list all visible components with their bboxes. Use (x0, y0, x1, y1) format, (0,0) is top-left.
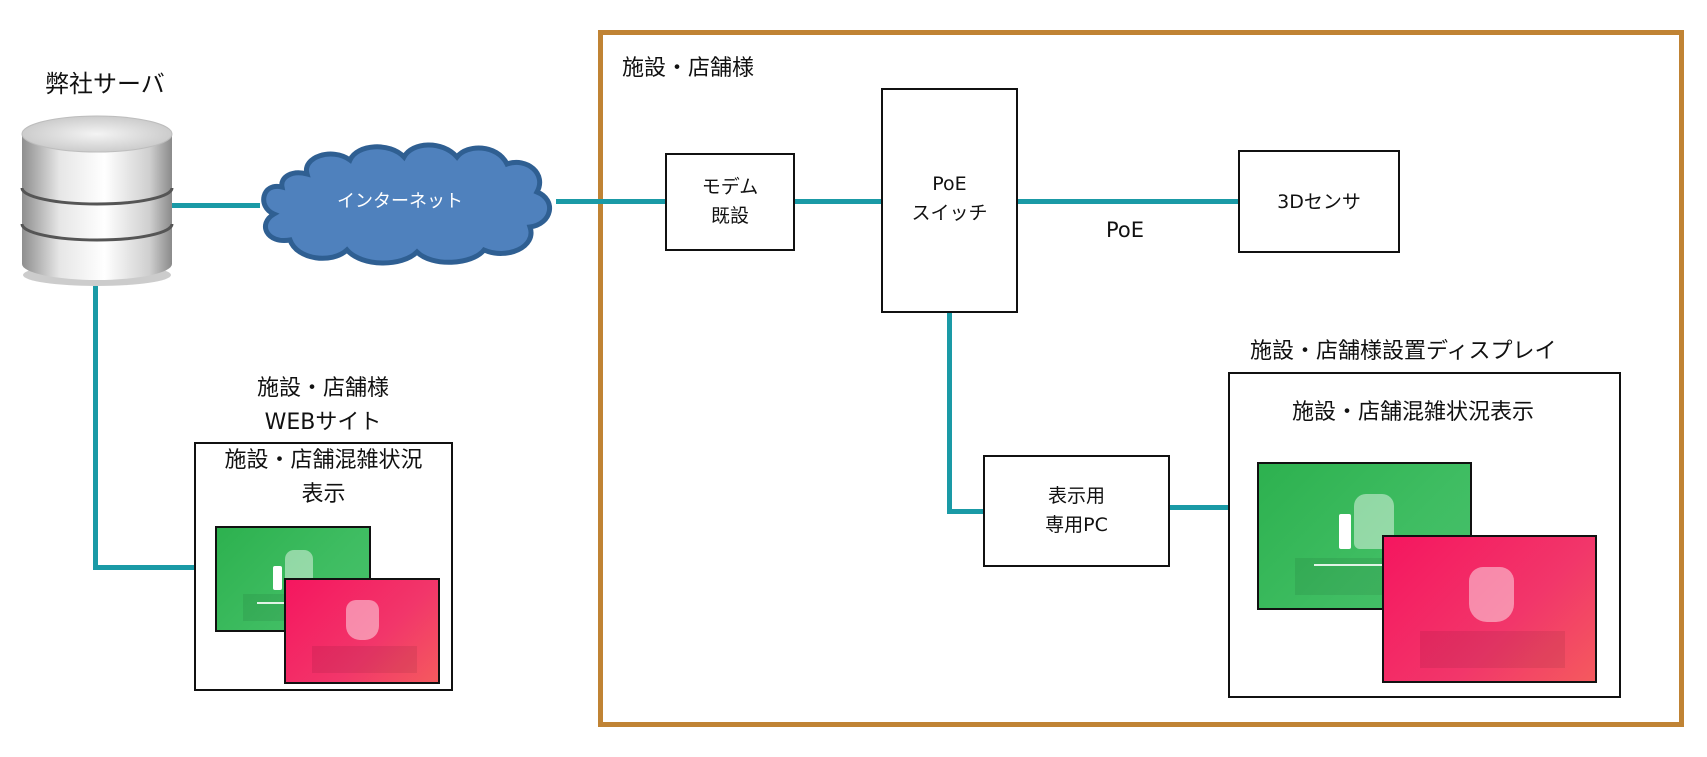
internet-label: インターネット (337, 191, 463, 212)
sensor-box: 3Dセンサ (1238, 150, 1400, 253)
website-title: 施設・店舗混雑状況 表示 (196, 444, 451, 512)
phone-icon (1339, 514, 1351, 549)
wire-server-down (93, 286, 98, 570)
display-screen-stop (1382, 535, 1597, 683)
wire-server-cloud (172, 203, 260, 208)
modem-label: モデム (701, 175, 759, 198)
wire-modem-switch (794, 199, 882, 204)
pc-sublabel: 専用PC (1045, 514, 1108, 536)
modem-box: モデム 既設 (665, 153, 795, 251)
website-box: 施設・店舗混雑状況 表示 (194, 442, 453, 691)
wire-switch-pc (947, 509, 984, 514)
raised-hand-icon (1469, 567, 1514, 622)
wire-cloud-modem (556, 199, 666, 204)
cloud-icon (261, 142, 553, 266)
poe-switch-sublabel: スイッチ (911, 202, 988, 225)
website-caption-line2: WEBサイト (264, 410, 382, 436)
facility-title: 施設・店舗様 (622, 56, 755, 81)
display-box: 施設・店舗混雑状況表示 (1228, 372, 1621, 698)
wire-pc-display (1169, 505, 1229, 510)
wire-server-website (93, 565, 195, 570)
raised-hand-icon (346, 600, 379, 640)
phone-icon (273, 566, 282, 590)
pc-label: 表示用 (1047, 484, 1105, 507)
internet-cloud: インターネット (261, 142, 553, 266)
wire-switch-sensor (1017, 199, 1239, 204)
website-caption: 施設・店舗様 WEBサイト (194, 372, 452, 440)
website-title-line1: 施設・店舗混雑状況 (224, 448, 423, 473)
status-panel (1419, 630, 1566, 669)
website-screen-stop (284, 578, 440, 684)
sensor-label: 3Dセンサ (1277, 191, 1361, 213)
website-caption-line1: 施設・店舗様 (256, 376, 389, 401)
website-title-line2: 表示 (301, 482, 346, 508)
progress-bar (1314, 564, 1424, 566)
display-caption: 施設・店舗様設置ディスプレイ (1250, 339, 1557, 364)
database-server-icon (20, 115, 174, 286)
poe-switch-label: PoE (932, 173, 967, 195)
display-title: 施設・店舗混雑状況表示 (1292, 400, 1535, 425)
poe-switch-box: PoE スイッチ (881, 88, 1018, 313)
server-label: 弊社サーバ (45, 70, 165, 98)
status-panel (311, 646, 417, 673)
facility-frame (598, 30, 1684, 727)
modem-sublabel: 既設 (710, 205, 749, 227)
display-pc-box: 表示用 専用PC (983, 455, 1170, 567)
poe-link-label: PoE (1106, 218, 1145, 242)
wire-switch-down (947, 312, 952, 513)
